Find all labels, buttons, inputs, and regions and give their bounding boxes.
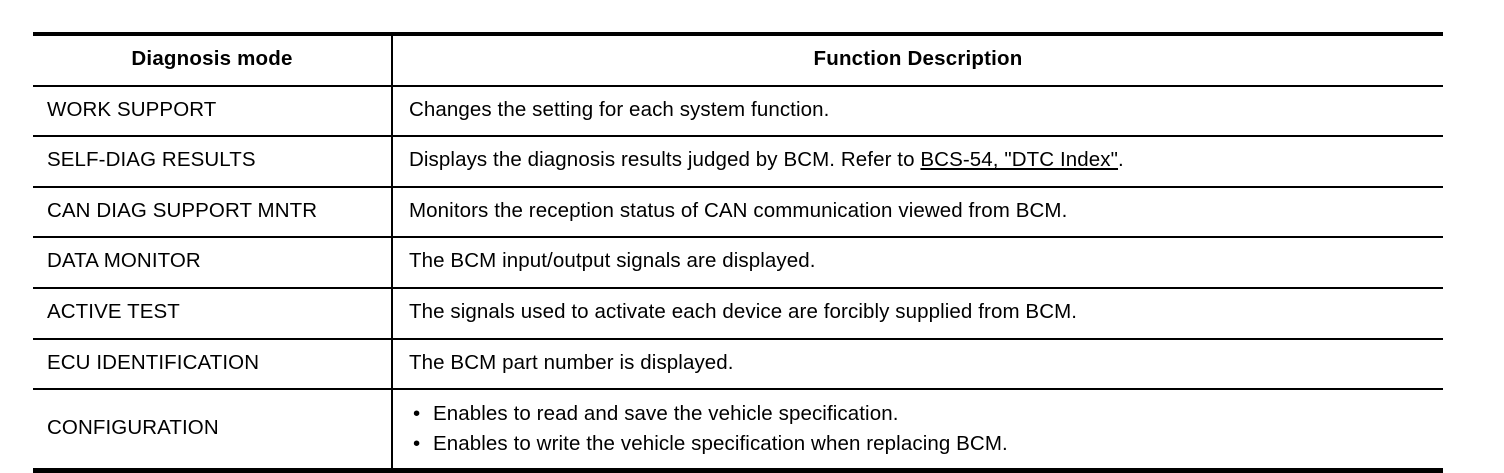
- cell-function-description: The BCM input/output signals are display…: [392, 237, 1443, 289]
- cell-function-description: Changes the setting for each system func…: [392, 85, 1443, 138]
- function-description-text: The BCM input/output signals are display…: [409, 249, 816, 273]
- table-row: CAN DIAG SUPPORT MNTR Monitors the recep…: [33, 186, 1443, 239]
- cell-diagnosis-mode: CONFIGURATION: [33, 389, 393, 473]
- cell-function-description: The signals used to activate each device…: [392, 287, 1443, 340]
- cell-diagnosis-mode: CAN DIAG SUPPORT MNTR: [33, 186, 393, 239]
- page-root: Diagnosis mode Function Description WORK…: [33, 32, 1443, 473]
- table-row: DATA MONITOR The BCM input/output signal…: [33, 237, 1443, 289]
- list-item-label: Enables to read and save the vehicle spe…: [433, 402, 899, 426]
- table-row: CONFIGURATION • Enables to read and save …: [33, 389, 1443, 473]
- table-body: WORK SUPPORT Changes the setting for eac…: [33, 85, 1443, 473]
- table-row: WORK SUPPORT Changes the setting for eac…: [33, 85, 1443, 138]
- column-header-diagnosis-mode-label: Diagnosis mode: [131, 47, 293, 70]
- cell-function-description: Displays the diagnosis results judged by…: [392, 136, 1443, 188]
- table-row: SELF-DIAG RESULTS Displays the diagnosis…: [33, 136, 1443, 188]
- cell-diagnosis-mode: DATA MONITOR: [33, 237, 393, 289]
- list-item-label: Enables to write the vehicle specificati…: [433, 431, 1008, 455]
- dtc-index-reference-link[interactable]: BCS-54, "DTC Index": [920, 148, 1119, 172]
- cell-function-description: • Enables to read and save the vehicle sp…: [392, 389, 1443, 473]
- description-prefix: Displays the diagnosis results judged by…: [409, 148, 921, 172]
- column-header-diagnosis-mode: Diagnosis mode: [33, 32, 393, 87]
- function-description-text: Changes the setting for each system func…: [409, 97, 830, 121]
- function-description-text: Monitors the reception status of CAN com…: [409, 198, 1068, 222]
- diagnosis-mode-label: ACTIVE TEST: [47, 299, 180, 323]
- table-header: Diagnosis mode Function Description: [33, 32, 1443, 87]
- diagnosis-mode-label: CAN DIAG SUPPORT MNTR: [47, 198, 318, 222]
- list-item: • Enables to read and save the vehicle sp…: [409, 399, 1433, 429]
- cell-diagnosis-mode: WORK SUPPORT: [33, 85, 393, 138]
- diagnosis-mode-label: WORK SUPPORT: [47, 97, 217, 121]
- diagnosis-mode-table: Diagnosis mode Function Description WORK…: [33, 32, 1443, 473]
- diagnosis-mode-label: CONFIGURATION: [47, 415, 219, 439]
- diagnosis-mode-label: DATA MONITOR: [47, 249, 201, 273]
- function-description-text: The signals used to activate each device…: [409, 299, 1078, 323]
- table-row: ACTIVE TEST The signals used to activate…: [33, 287, 1443, 340]
- diagnosis-mode-label: ECU IDENTIFICATION: [47, 350, 260, 374]
- bullet-icon: •: [413, 431, 421, 455]
- diagnosis-mode-label: SELF-DIAG RESULTS: [47, 148, 256, 172]
- list-item: • Enables to write the vehicle specificat…: [409, 429, 1433, 459]
- bullet-icon: •: [413, 402, 421, 426]
- function-description-text: Displays the diagnosis results judged by…: [393, 137, 1443, 186]
- configuration-bullet-list: • Enables to read and save the vehicle sp…: [393, 390, 1443, 467]
- column-header-function-description: Function Description: [392, 32, 1443, 87]
- column-header-function-description-label: Function Description: [813, 47, 1023, 70]
- cell-function-description: Monitors the reception status of CAN com…: [392, 186, 1443, 239]
- cell-function-description: The BCM part number is displayed.: [392, 338, 1443, 391]
- table-header-row: Diagnosis mode Function Description: [33, 32, 1443, 87]
- description-suffix: .: [1118, 148, 1124, 172]
- table-row: ECU IDENTIFICATION The BCM part number i…: [33, 338, 1443, 391]
- function-description-text: The BCM part number is displayed.: [409, 350, 734, 374]
- cell-diagnosis-mode: SELF-DIAG RESULTS: [33, 136, 393, 188]
- cell-diagnosis-mode: ECU IDENTIFICATION: [33, 338, 393, 391]
- cell-diagnosis-mode: ACTIVE TEST: [33, 287, 393, 340]
